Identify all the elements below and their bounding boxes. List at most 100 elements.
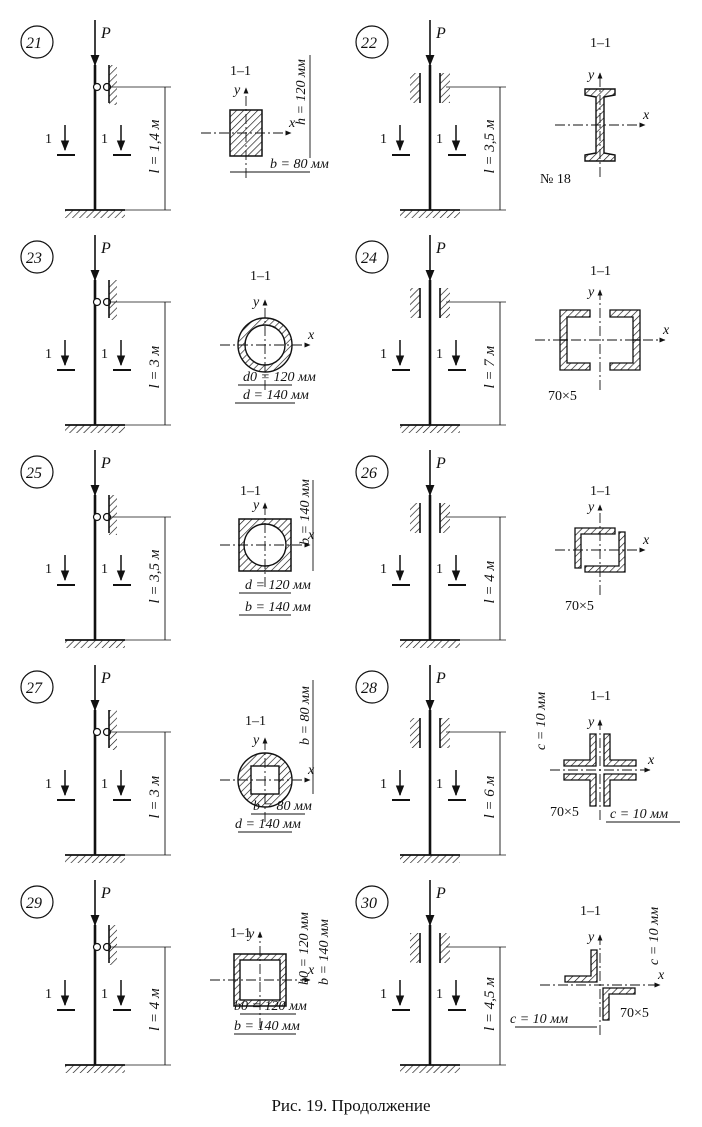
section-mark-left-label: 1 — [380, 777, 387, 792]
ground-hatch — [65, 855, 125, 863]
angle-profile — [609, 339, 641, 371]
section-title: 1–1 — [240, 484, 261, 499]
ground-hatch — [400, 210, 460, 218]
dim-label-b: b = 140 мм — [234, 1019, 300, 1034]
section-mark-left-label: 1 — [45, 562, 52, 577]
section-title: 1–1 — [590, 484, 611, 499]
section-mark-left-label: 1 — [380, 562, 387, 577]
pin-joint — [92, 727, 102, 737]
problem-number-circle — [355, 670, 389, 704]
length-label: l = 4 м — [147, 988, 163, 1031]
dim-label-c-vertical: c = 10 мм — [647, 907, 662, 965]
length-label: l = 3 м — [147, 775, 163, 818]
upper-wall-hatch — [410, 933, 420, 963]
length-label: l = 3 м — [147, 345, 163, 388]
load-label: P — [100, 455, 111, 472]
pin-joint — [92, 297, 102, 307]
y-axis-label: y — [586, 500, 595, 515]
section-mark-left-label: 1 — [380, 347, 387, 362]
y-axis-label: y — [232, 83, 241, 98]
y-axis-label: y — [246, 927, 255, 942]
problem-number: 25 — [26, 465, 42, 482]
x-axis-label: x — [662, 323, 670, 338]
angle-profile — [559, 339, 591, 371]
section-title: 1–1 — [250, 269, 271, 284]
section-mark-left-label: 1 — [45, 777, 52, 792]
dim-label-b0: b0 = 120 мм — [234, 999, 307, 1014]
section-mark-right-label: 1 — [436, 132, 443, 147]
section-title: 1–1 — [230, 64, 251, 79]
upper-wall-hatch — [440, 288, 450, 318]
x-axis-label: x — [307, 528, 315, 543]
upper-wall-hatch — [109, 495, 117, 535]
upper-wall-hatch — [410, 288, 420, 318]
x-axis-label: x — [642, 533, 650, 548]
load-label: P — [100, 885, 111, 902]
dim-label-h: h = 120 мм — [294, 59, 309, 125]
upper-wall-hatch — [109, 65, 117, 105]
pin-joint — [92, 942, 102, 952]
y-axis-label: y — [586, 285, 595, 300]
section-mark-right-label: 1 — [436, 777, 443, 792]
figure-caption: Рис. 19. Продолжение — [271, 1096, 431, 1115]
profile-size-label: 70×5 — [565, 599, 594, 614]
upper-wall-hatch — [440, 73, 450, 103]
length-label: l = 3,5 м — [482, 119, 498, 173]
angle-profile — [602, 987, 636, 1021]
dim-label-b: b = 80 мм — [253, 799, 312, 814]
section-mark-right-label: 1 — [436, 987, 443, 1002]
pin-joint — [92, 512, 102, 522]
dim-label-b: b = 80 мм — [270, 157, 329, 172]
profile-size-label: 70×5 — [548, 389, 577, 404]
dim-label-c-vertical: c = 10 мм — [534, 692, 549, 750]
load-label: P — [435, 670, 446, 687]
section-mark-right-label: 1 — [101, 777, 108, 792]
problem-number-circle — [20, 25, 54, 59]
load-label: P — [100, 240, 111, 257]
section-mark-left-label: 1 — [45, 347, 52, 362]
x-axis-label: x — [657, 968, 665, 983]
ground-hatch — [400, 1065, 460, 1073]
problem-number-circle — [355, 25, 389, 59]
length-label: l = 7 м — [482, 345, 498, 388]
dim-label-b-vertical: b = 140 мм — [298, 479, 313, 545]
angle-profile — [559, 309, 591, 341]
dim-label-c: c = 10 мм — [510, 1012, 568, 1027]
ground-hatch — [65, 640, 125, 648]
pin-joint — [92, 82, 102, 92]
dim-label-b-vertical: b = 80 мм — [298, 686, 313, 745]
length-label: l = 1,4 м — [147, 119, 163, 173]
load-label: P — [435, 885, 446, 902]
ground-hatch — [400, 855, 460, 863]
angle-profile — [603, 733, 637, 767]
dim-label-d0: d0 = 120 мм — [243, 370, 316, 385]
length-label: l = 6 м — [482, 775, 498, 818]
section-mark-left-label: 1 — [45, 132, 52, 147]
dim-label-d: d = 120 мм — [245, 578, 311, 593]
x-axis-label: x — [642, 108, 650, 123]
section-mark-right-label: 1 — [101, 987, 108, 1002]
x-axis-label: x — [647, 753, 655, 768]
x-axis-label: x — [307, 328, 315, 343]
section-mark-right-label: 1 — [101, 562, 108, 577]
load-label: P — [435, 25, 446, 42]
upper-wall-hatch — [440, 718, 450, 748]
section-title: 1–1 — [230, 926, 251, 941]
ground-hatch — [65, 210, 125, 218]
problem-number-circle — [20, 455, 54, 489]
dim-label-b-vertical: b = 140 мм — [317, 919, 332, 985]
problem-number-circle — [355, 240, 389, 274]
ground-hatch — [65, 425, 125, 433]
y-axis-label: y — [586, 930, 595, 945]
upper-wall-hatch — [410, 718, 420, 748]
dim-label-b0-vertical: b0 = 120 мм — [297, 912, 312, 985]
upper-wall-hatch — [109, 280, 117, 320]
dim-label-d: d = 140 мм — [243, 388, 309, 403]
